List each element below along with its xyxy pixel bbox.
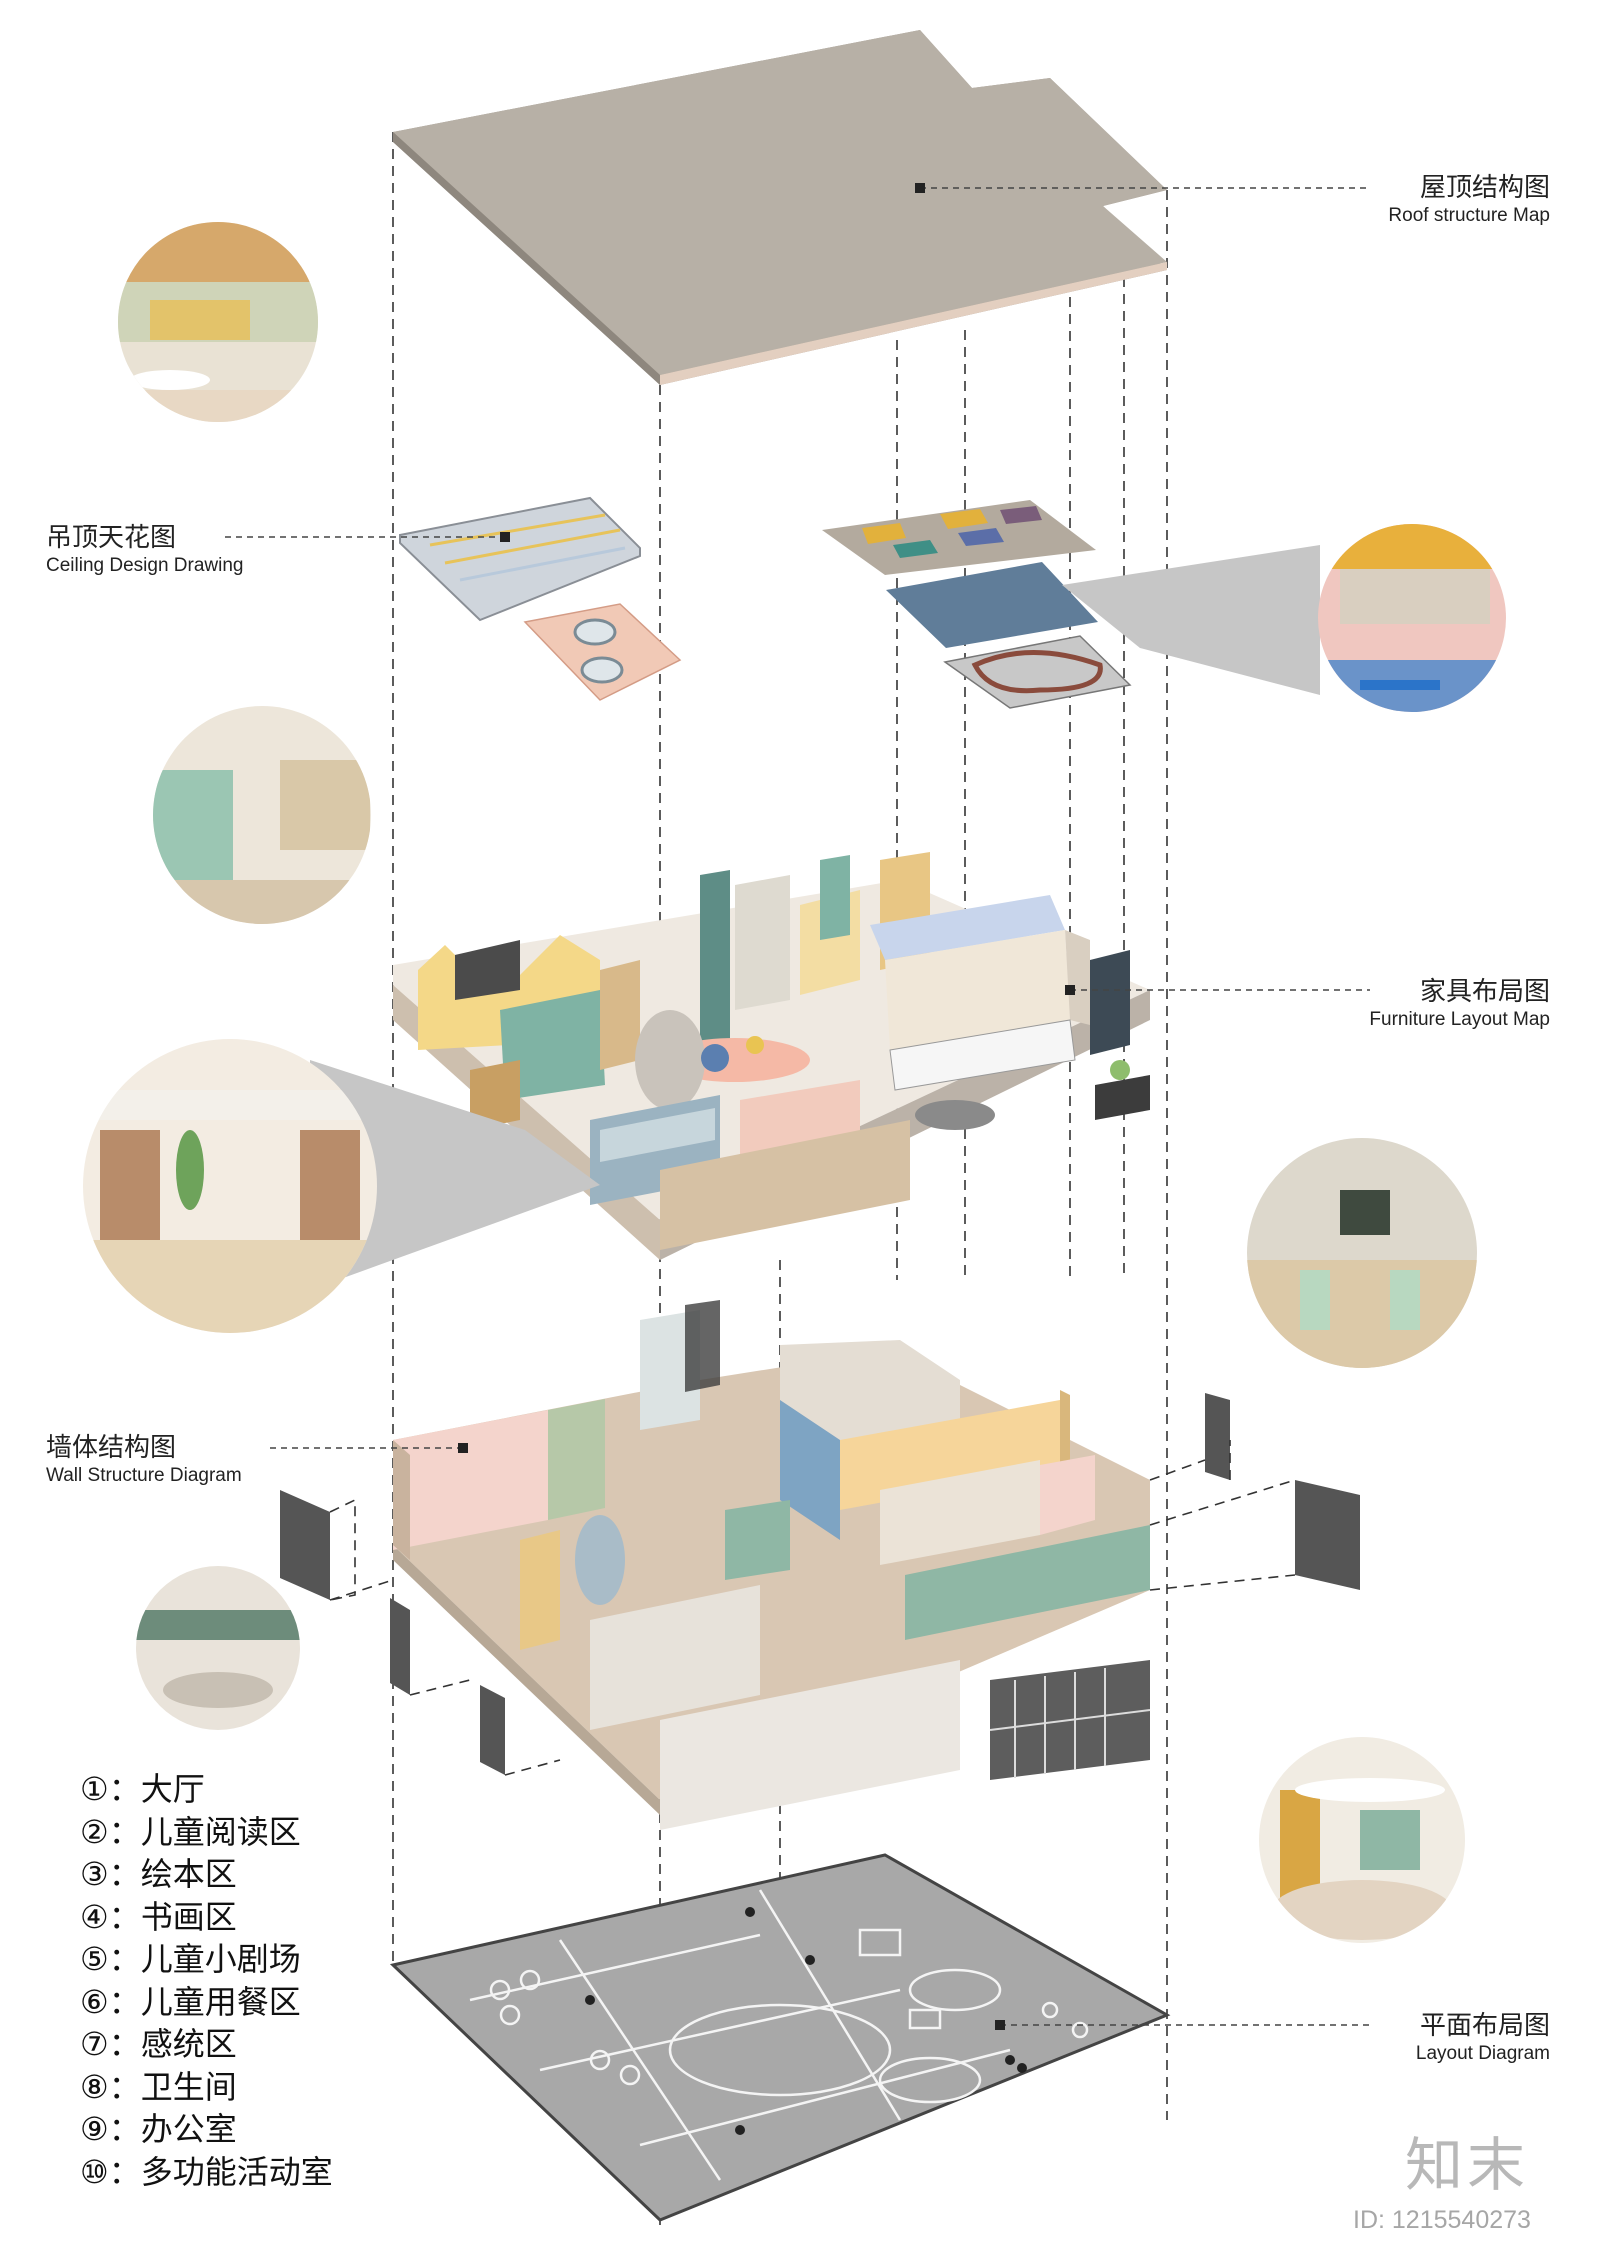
watermark-brand: 知末	[1405, 2131, 1530, 2199]
label-roof: 屋顶结构图 Roof structure Map	[1388, 172, 1550, 228]
layout-plan-layer	[389, 1853, 1171, 2222]
label-roof-cn: 屋顶结构图	[1419, 173, 1550, 203]
label-wall-cn: 墙体结构图	[46, 1433, 177, 1463]
label-layout-cn: 平面布局图	[1419, 2011, 1550, 2041]
label-layout: 平面布局图 Layout Diagram	[1416, 2010, 1550, 2066]
legend-item: ②：儿童阅读区	[80, 1812, 301, 1851]
label-roof-en: Roof structure Map	[1388, 205, 1550, 226]
wall-projection-lines	[329, 1440, 1296, 1776]
label-layout-en: Layout Diagram	[1415, 2043, 1550, 2064]
label-furniture: 家具布局图 Furniture Layout Map	[1369, 976, 1550, 1032]
vignette-art-room	[153, 706, 371, 924]
watermark-id: ID: 1215540273	[1353, 2206, 1531, 2234]
legend-item: ⑩：多功能活动室	[80, 2152, 333, 2191]
legend-item: ⑨：办公室	[80, 2110, 237, 2148]
legend-item: ①：大厅	[80, 1770, 205, 1808]
vignette-dining-room	[1247, 1138, 1477, 1368]
legend-item: ④：书画区	[80, 1897, 237, 1936]
label-ceiling-en: Ceiling Design Drawing	[46, 555, 244, 576]
legend-item: ⑥：儿童用餐区	[80, 1982, 301, 2021]
legend-item: ⑦：感统区	[80, 2025, 237, 2063]
label-wall-en: Wall Structure Diagram	[46, 1465, 242, 1486]
room-legend: ①：大厅 ②：儿童阅读区 ③：绘本区 ④：书画区 ⑤：儿童小剧场 ⑥：儿童用餐区…	[80, 1768, 333, 2193]
roof-slab	[393, 30, 1167, 385]
label-furniture-en: Furniture Layout Map	[1369, 1009, 1550, 1030]
furniture-layer	[393, 852, 1150, 1260]
label-ceiling: 吊顶天花图 Ceiling Design Drawing	[46, 522, 243, 578]
vignette-sensory-room	[1062, 524, 1506, 712]
label-furniture-cn: 家具布局图	[1419, 977, 1550, 1007]
leader-markers	[458, 183, 1075, 2030]
legend-item: ⑧：卫生间	[80, 2067, 237, 2106]
legend-item: ⑤：儿童小剧场	[80, 1940, 301, 1978]
label-wall: 墙体结构图 Wall Structure Diagram	[46, 1432, 242, 1488]
wall-layer	[280, 1300, 1360, 1830]
ceiling-right	[822, 500, 1132, 709]
vignette-theater	[136, 1566, 300, 1730]
label-leaders	[225, 187, 1370, 2026]
ceiling-left	[399, 496, 682, 701]
vignette-hall	[1259, 1737, 1465, 1943]
vignette-reading-room	[118, 222, 318, 422]
label-ceiling-cn: 吊顶天花图	[46, 523, 177, 553]
vignette-picture-book	[83, 1039, 600, 1333]
legend-item: ③：绘本区	[80, 1855, 237, 1893]
